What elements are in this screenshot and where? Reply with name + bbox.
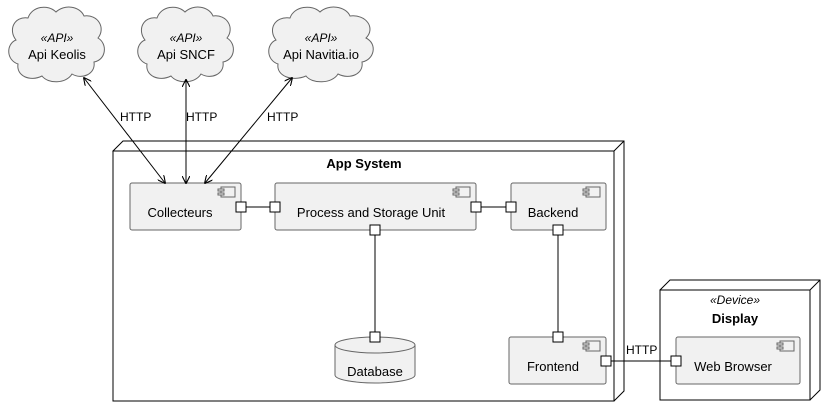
arrow-keolis-collecteurs — [84, 78, 165, 183]
port — [235, 201, 247, 213]
process-storage-label: Process and Storage Unit — [297, 205, 446, 220]
display-stereotype: «Device» — [710, 293, 760, 307]
collecteurs-label: Collecteurs — [147, 205, 213, 220]
frontend-component: Frontend — [508, 336, 607, 385]
arrow-navitia-collecteurs — [205, 78, 292, 183]
component-icon — [582, 186, 601, 198]
component-icon — [217, 186, 236, 198]
api-sncf-label: Api SNCF — [157, 47, 215, 62]
api-sncf-stereotype: «API» — [170, 31, 203, 45]
api-navitia-stereotype: «API» — [305, 31, 338, 45]
port — [369, 331, 381, 343]
api-keolis-stereotype: «API» — [41, 31, 74, 45]
port — [269, 201, 281, 213]
display-title: Display — [712, 311, 759, 326]
port — [670, 355, 682, 367]
port — [470, 201, 482, 213]
port — [552, 331, 564, 343]
component-icon — [582, 340, 601, 352]
port — [552, 224, 564, 236]
backend-component: Backend — [510, 182, 607, 231]
backend-label: Backend — [528, 205, 579, 220]
port — [600, 355, 612, 367]
database-cylinder: Database — [334, 336, 416, 384]
api-navitia-cloud: «API» Api Navitia.io — [268, 6, 374, 83]
edge-label-keolis: HTTP — [120, 110, 151, 124]
process-storage-component: Process and Storage Unit — [274, 182, 477, 231]
collecteurs-component: Collecteurs — [129, 182, 242, 231]
component-icon — [776, 340, 795, 352]
web-browser-component: Web Browser — [675, 336, 801, 385]
web-browser-label: Web Browser — [694, 359, 772, 374]
api-keolis-cloud: «API» Api Keolis — [8, 6, 105, 83]
api-navitia-label: Api Navitia.io — [283, 47, 359, 62]
api-sncf-cloud: «API» Api SNCF — [137, 6, 234, 83]
frontend-label: Frontend — [527, 359, 579, 374]
edge-label-navitia: HTTP — [267, 110, 298, 124]
api-keolis-label: Api Keolis — [28, 47, 86, 62]
edge-label-frontend-browser: HTTP — [626, 343, 657, 357]
edge-label-sncf: HTTP — [186, 110, 217, 124]
database-label: Database — [347, 364, 403, 379]
port — [369, 224, 381, 236]
app-system-title: App System — [326, 156, 401, 171]
port — [505, 201, 517, 213]
component-icon — [452, 186, 471, 198]
